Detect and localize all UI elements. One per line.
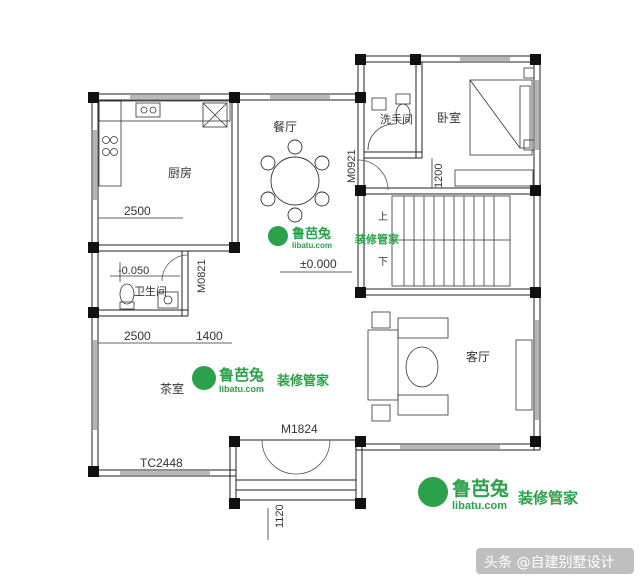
credit-text: 头条 @自建别墅设计 <box>484 554 614 571</box>
room-bath-lower: 卫生间 <box>134 284 167 298</box>
room-tea: 茶室 <box>160 381 184 396</box>
watermark-1: 鲁芭兔 libatu.com 装修管家 <box>268 226 400 250</box>
watermark-3: 鲁芭兔 libatu.com 装修管家 <box>418 477 578 512</box>
door-code-bath-lower: M0821 <box>196 259 208 293</box>
watermark-brand-1: 鲁芭兔 <box>292 226 331 242</box>
stairs <box>391 195 511 287</box>
room-living: 客厅 <box>466 349 490 364</box>
doors <box>161 159 389 475</box>
watermark-url-2: libatu.com <box>219 384 264 394</box>
wardrobe <box>454 169 534 187</box>
door-code-bedroom: M0921 <box>346 149 358 183</box>
bed <box>469 67 535 156</box>
door-code-main: M1824 <box>281 422 318 436</box>
windows <box>93 57 539 475</box>
room-bedroom: 卧室 <box>437 110 461 125</box>
watermark-brand-3: 鲁芭兔 <box>451 477 509 500</box>
kitchen-fixtures <box>98 100 231 187</box>
dim-tea-width-b: 1400 <box>196 329 223 343</box>
watermark-slogan-1: 装修管家 <box>354 232 400 246</box>
credit-badge: 头条 @自建别墅设计 <box>476 548 634 574</box>
level-main: ±0.000 <box>300 257 337 271</box>
stair-up-label: 上 <box>378 211 388 223</box>
dim-tea-width-a: 2500 <box>124 329 151 343</box>
level-bath: -0.050 <box>118 265 149 277</box>
watermark-url-3: libatu.com <box>452 500 507 512</box>
dim-kitchen-width: 2500 <box>124 204 151 218</box>
dim-steps-depth: 1120 <box>274 504 286 528</box>
lower-bath-fixtures <box>110 275 180 310</box>
watermark-slogan-3: 装修管家 <box>517 489 578 507</box>
room-bath-upper: 洗手间 <box>380 112 413 126</box>
watermark-2: 鲁芭兔 libatu.com 装修管家 <box>192 366 330 394</box>
dining-table <box>260 139 330 223</box>
dim-bath-upper-depth: 1200 <box>433 164 445 188</box>
walls <box>91 55 541 508</box>
living-furniture <box>367 311 533 422</box>
room-dining: 餐厅 <box>273 119 297 134</box>
room-kitchen: 厨房 <box>168 165 192 180</box>
watermark-brand-2: 鲁芭兔 <box>219 366 264 384</box>
watermark-url-1: libatu.com <box>292 241 332 250</box>
watermark-slogan-2: 装修管家 <box>276 373 330 389</box>
stair-down-label: 下 <box>378 257 388 268</box>
upper-bath-fixtures <box>367 93 411 151</box>
window-code-tc: TC2448 <box>140 456 183 470</box>
dim-lines <box>98 158 433 540</box>
columns <box>88 54 541 509</box>
